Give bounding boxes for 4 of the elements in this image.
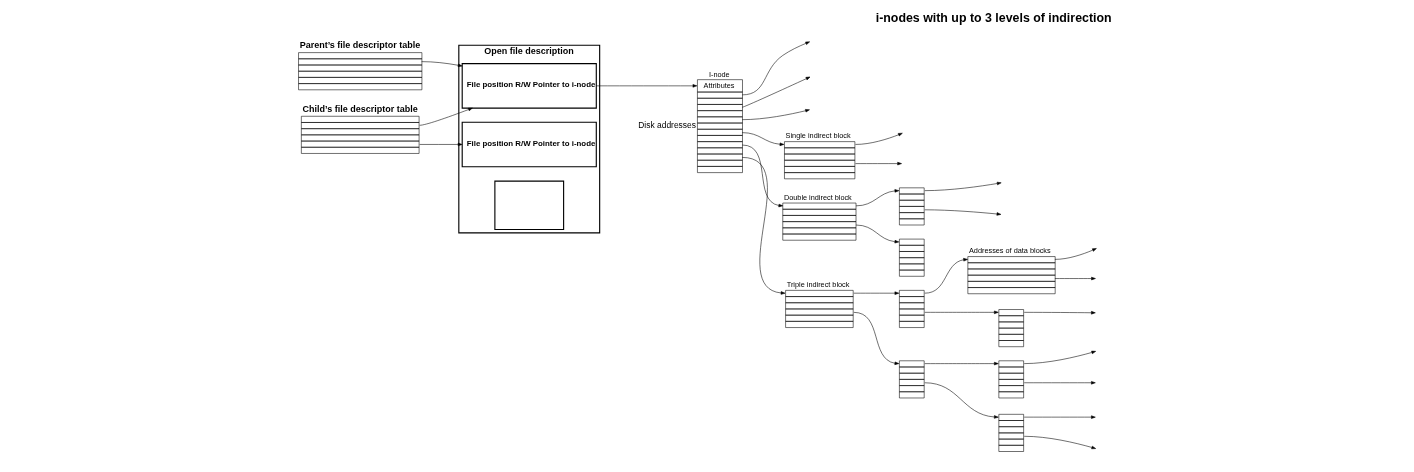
node-label: Child’s file descriptor table: [302, 103, 418, 114]
node-label: Parent’s file descriptor table: [299, 39, 421, 50]
node-label: Disk addresses: [638, 120, 696, 131]
diagram-title: i-nodes with up to 3 levels of indirection: [875, 10, 1112, 25]
